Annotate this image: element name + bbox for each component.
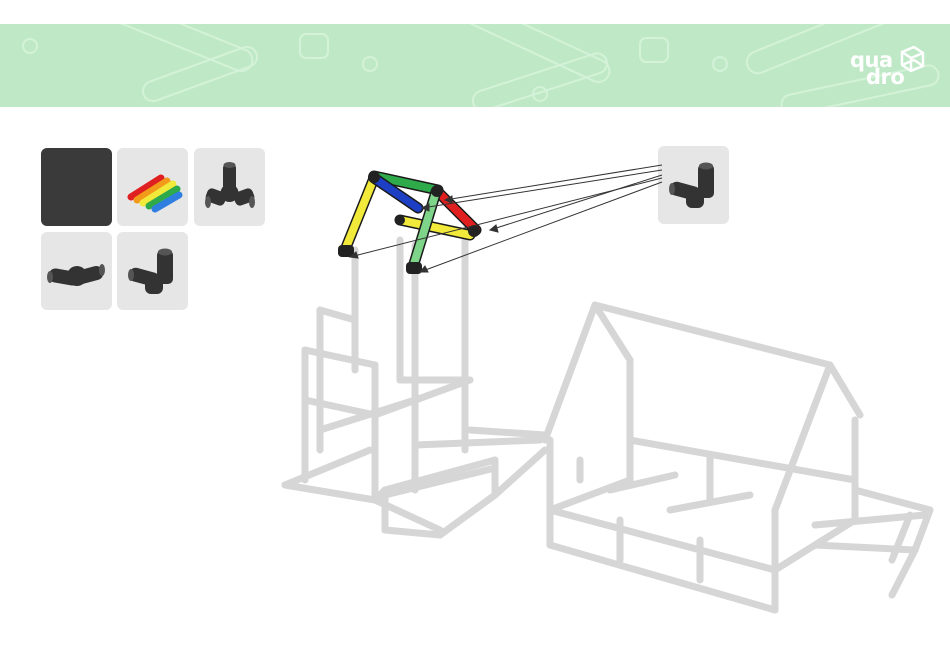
palette-tile-tubes[interactable] <box>117 148 188 226</box>
elbow-connector-icon <box>41 232 112 310</box>
cube-icon <box>896 44 926 74</box>
highlighted-assembly <box>338 171 480 274</box>
header-banner: qua dro <box>0 24 950 107</box>
palette-tile-corner[interactable] <box>117 232 188 310</box>
palette-tile-blank[interactable] <box>41 148 112 226</box>
frame-structure <box>285 230 930 610</box>
quadro-logo: qua dro <box>846 38 936 92</box>
tee-connector-icon <box>194 148 265 226</box>
palette-tile-elbow[interactable] <box>41 232 112 310</box>
banner-pattern <box>0 24 950 107</box>
corner-connector-icon <box>117 232 188 310</box>
assembly-scene <box>270 150 940 620</box>
palette-tile-tee[interactable] <box>194 148 265 226</box>
colored-tubes-icon <box>117 148 188 226</box>
